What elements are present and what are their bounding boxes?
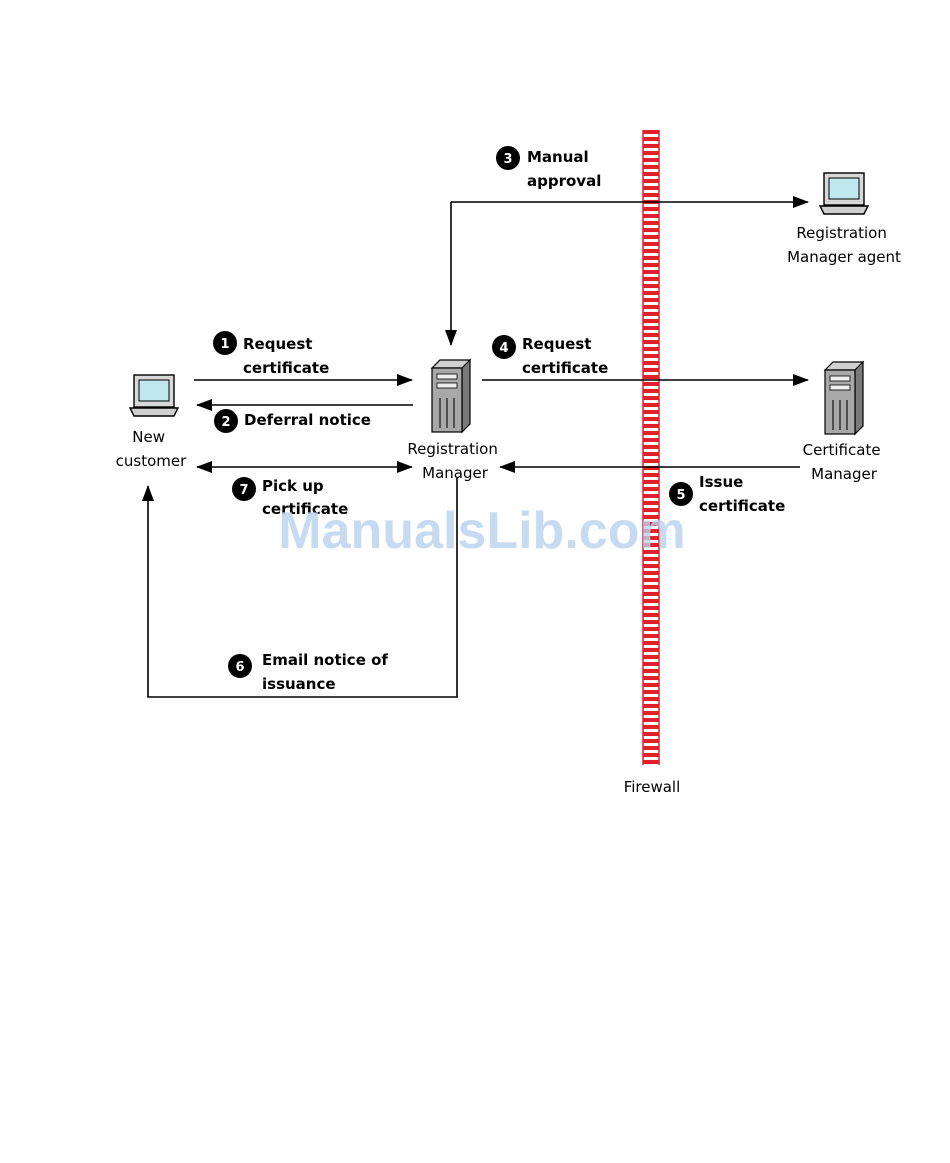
step-1-number: 1 <box>220 337 229 352</box>
step-4-number: 4 <box>499 341 508 356</box>
firewall <box>643 130 659 765</box>
step-5-number: 5 <box>676 488 685 503</box>
certificate-server-icon <box>825 362 863 434</box>
step-3-number: 3 <box>503 152 512 167</box>
workstation-icon <box>130 375 178 416</box>
registration-manager-agent-label: Registration Manager agent <box>787 224 901 266</box>
new-customer-label: New customer <box>116 428 187 470</box>
step-3-label: Manual approval <box>527 148 601 190</box>
step-1-label: Request certificate <box>243 335 329 377</box>
step-2-number: 2 <box>221 415 230 430</box>
step-5-label: Issue certificate <box>699 473 785 515</box>
step-2-label: Deferral notice <box>244 411 371 429</box>
server-icon <box>432 360 470 432</box>
step-4-label: Request certificate <box>522 335 608 377</box>
step-3: 3 Manual approval <box>496 146 601 190</box>
step-7-number: 7 <box>239 483 248 498</box>
watermark: ManualsLib.com <box>278 502 685 560</box>
step-4: 4 Request certificate <box>492 335 608 377</box>
certificate-manager-label: Certificate Manager <box>803 441 886 483</box>
step-2: 2 Deferral notice <box>214 409 371 433</box>
step-1: 1 Request certificate <box>213 331 329 377</box>
step-5: 5 Issue certificate <box>669 473 785 515</box>
agent-workstation-icon <box>820 173 868 214</box>
firewall-label: Firewall <box>624 778 681 796</box>
step-6: 6 Email notice of issuance <box>228 651 393 693</box>
step-6-label: Email notice of issuance <box>262 651 393 693</box>
step-6-number: 6 <box>235 660 244 675</box>
registration-manager-label: Registration Manager <box>407 440 502 482</box>
